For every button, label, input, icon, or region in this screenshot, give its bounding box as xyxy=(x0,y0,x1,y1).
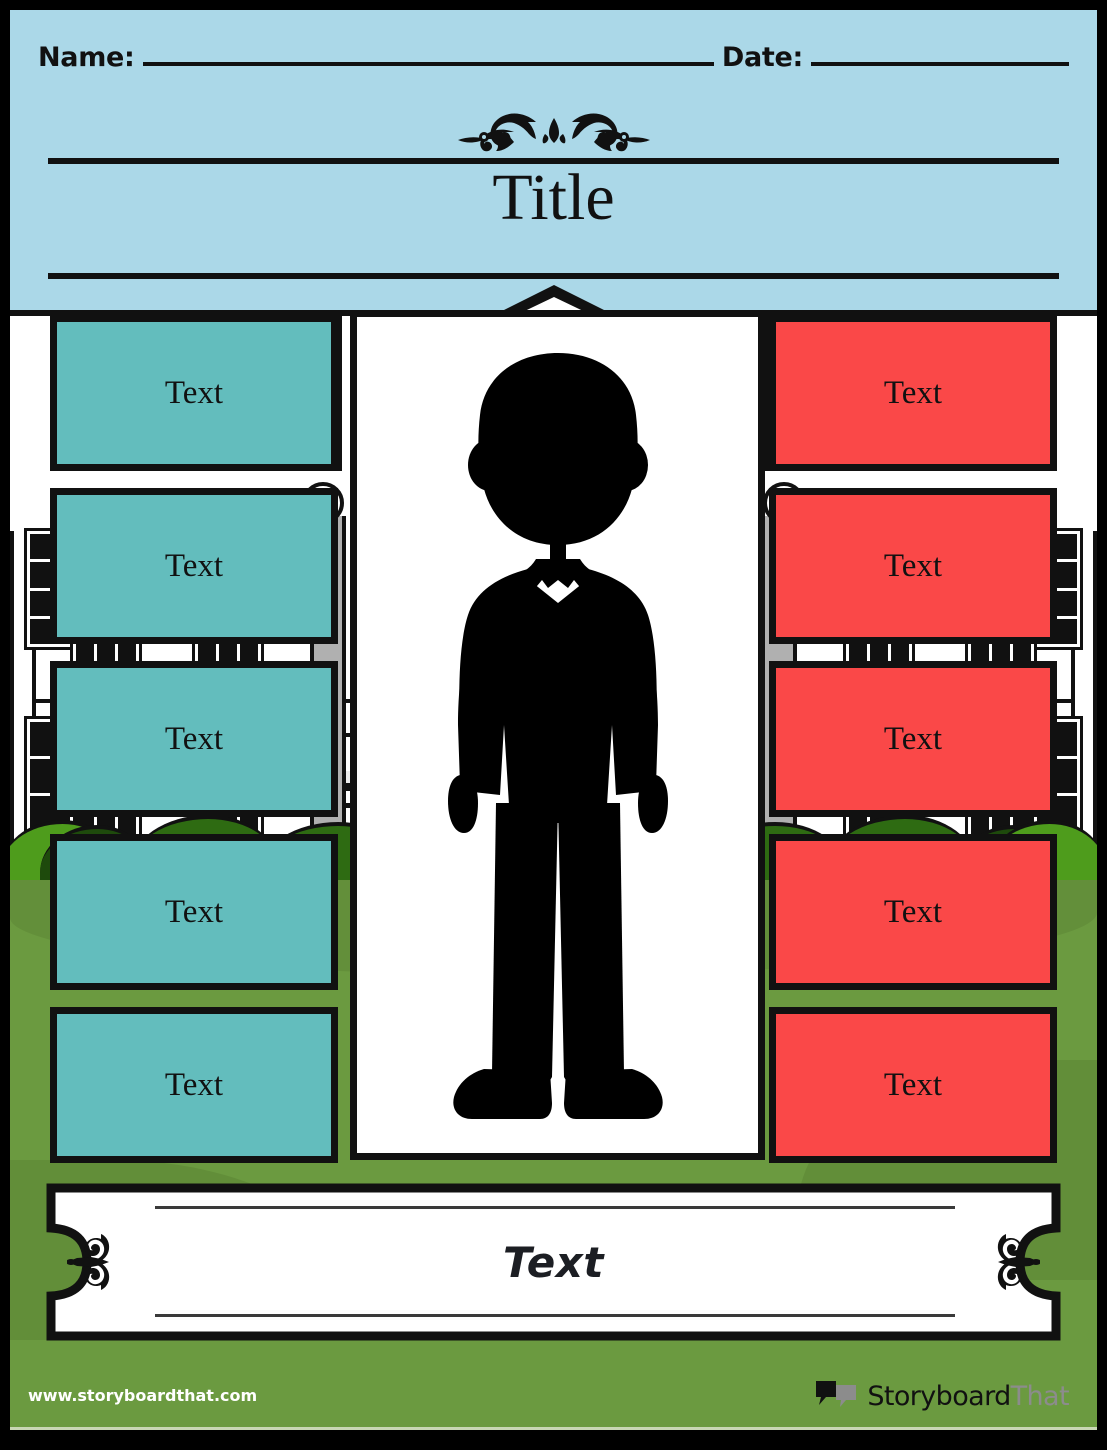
right-text-box-3-label: Text xyxy=(883,720,943,757)
bottom-banner[interactable]: Text xyxy=(45,1182,1062,1342)
left-text-box-4-label: Text xyxy=(164,893,224,930)
right-text-box-4-label: Text xyxy=(883,893,943,930)
right-text-box-2-label: Text xyxy=(883,547,943,584)
page-title[interactable]: Title xyxy=(492,161,615,234)
name-label: Name: xyxy=(38,42,135,73)
left-text-box-3[interactable]: Text xyxy=(50,661,338,817)
banner-text[interactable]: Text xyxy=(503,1237,604,1287)
leaf-flourish-icon-right xyxy=(994,1233,1041,1291)
brand-text: StoryboardThat xyxy=(867,1381,1069,1412)
right-text-box-1[interactable]: Text xyxy=(769,315,1057,471)
left-text-box-1[interactable]: Text xyxy=(50,315,338,471)
left-text-box-1-label: Text xyxy=(164,374,224,411)
brand-logo[interactable]: StoryboardThat xyxy=(814,1379,1070,1414)
name-input-line[interactable] xyxy=(142,40,714,66)
date-input-line[interactable] xyxy=(811,40,1069,66)
left-text-box-2-label: Text xyxy=(164,547,224,584)
title-rule-bottom xyxy=(48,273,1059,279)
right-text-box-4[interactable]: Text xyxy=(769,834,1057,990)
flourish-ornament-icon xyxy=(424,110,684,152)
right-text-box-5-label: Text xyxy=(883,1066,943,1103)
date-label: Date: xyxy=(721,42,803,73)
left-text-box-3-label: Text xyxy=(164,720,224,757)
speech-bubbles-icon xyxy=(814,1379,858,1414)
right-text-box-2[interactable]: Text xyxy=(769,488,1057,644)
right-text-box-3[interactable]: Text xyxy=(769,661,1057,817)
left-text-box-2[interactable]: Text xyxy=(50,488,338,644)
left-text-box-5-label: Text xyxy=(164,1066,224,1103)
left-text-box-5[interactable]: Text xyxy=(50,1007,338,1163)
brand-text-second: That xyxy=(1010,1381,1070,1412)
left-text-box-4[interactable]: Text xyxy=(50,834,338,990)
person-silhouette-icon xyxy=(428,353,688,1133)
leaf-flourish-icon-left xyxy=(66,1233,113,1291)
footer-url[interactable]: www.storyboardthat.com xyxy=(28,1386,258,1405)
center-figure-panel[interactable] xyxy=(350,310,765,1160)
footer-bar: www.storyboardthat.com StoryboardThat xyxy=(10,1368,1097,1430)
worksheet-sheet: Name: Date: xyxy=(10,10,1097,1430)
right-text-box-1-label: Text xyxy=(883,374,943,411)
banner-rule-bottom xyxy=(155,1314,955,1317)
title-rule-top xyxy=(48,158,1059,164)
brand-text-first: Storyboard xyxy=(867,1381,1011,1412)
right-text-box-5[interactable]: Text xyxy=(769,1007,1057,1163)
name-date-row: Name: Date: xyxy=(10,40,1097,73)
banner-rule-top xyxy=(155,1206,955,1209)
